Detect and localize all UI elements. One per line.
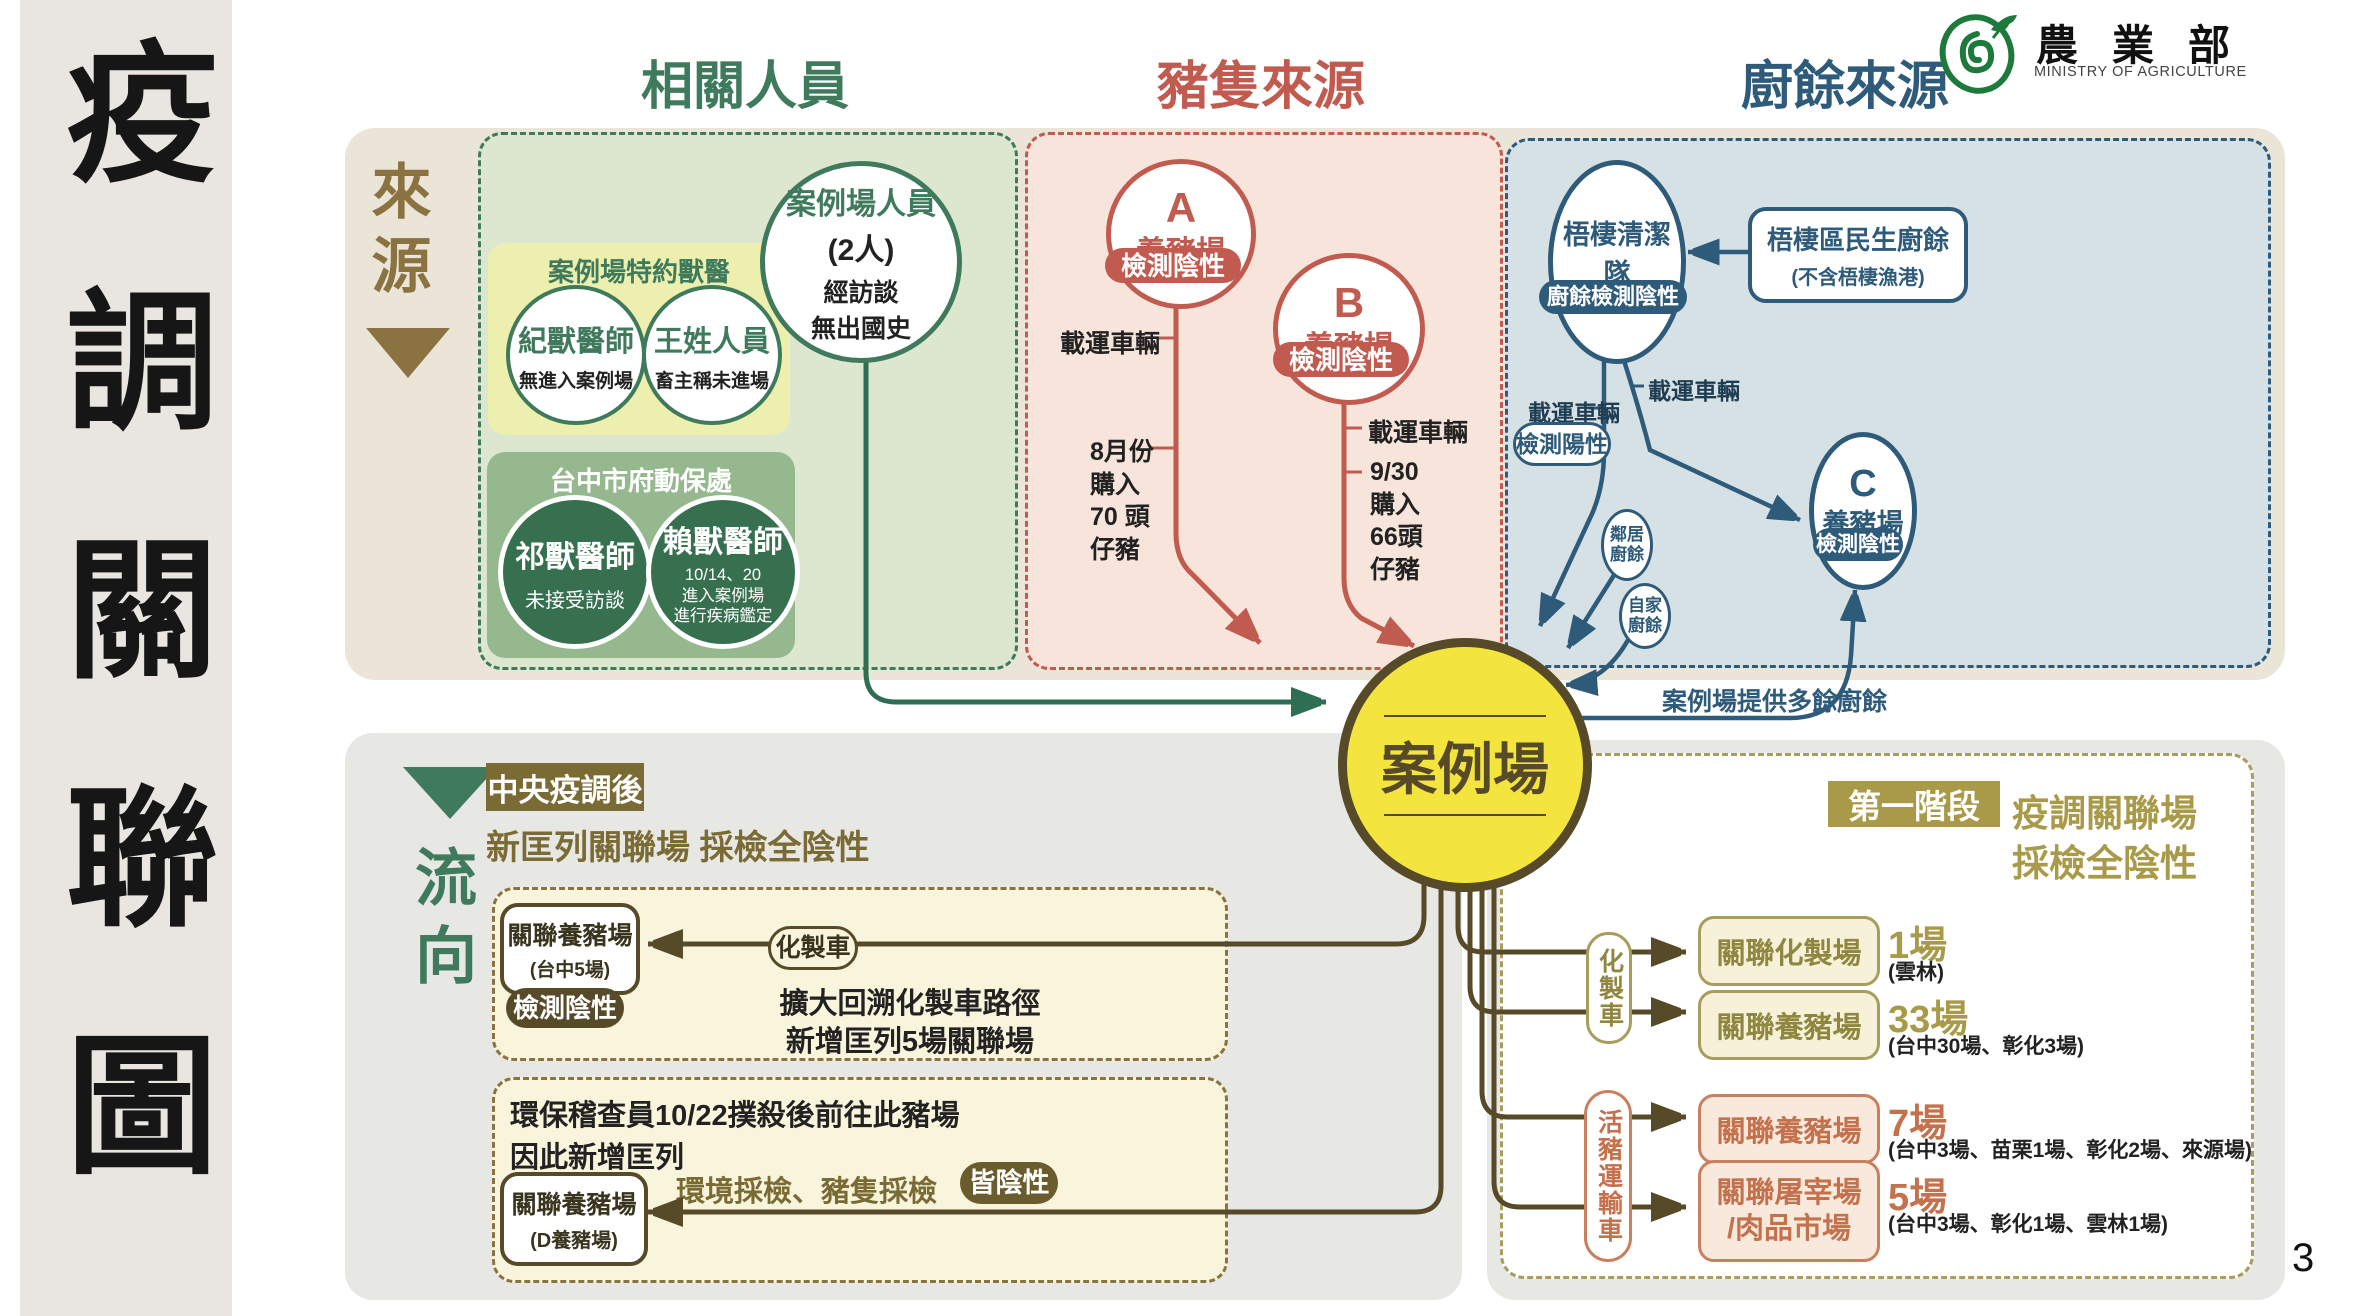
page-number: 3 — [2292, 1236, 2315, 1280]
case-farm-staff-note1: 經訪談 — [823, 279, 899, 307]
flow-label: 流向 — [405, 845, 474, 1001]
related-pig-farm-d-note: (D養豬場) — [530, 1230, 618, 1252]
animal-protection-title: 台中市府動保處 — [549, 466, 732, 496]
staff-wang-note: 畜主稱未進場 — [654, 370, 769, 392]
related-pig-farm-taichung-box: 關聯養豬場 (台中5場) — [500, 903, 640, 995]
header-waste-source: 廚餘來源 — [1740, 58, 1949, 116]
source-label: 來源 — [363, 160, 430, 308]
sampling-label: 環境採檢、豬隻採檢 — [676, 1176, 938, 1208]
wuqi-cleaning-team-name: 梧棲清潔隊 — [1563, 220, 1671, 289]
wuqi-district-waste-title: 梧棲區民生廚餘 — [1766, 225, 1949, 255]
related-slaughterhouse-count: 5場 — [1888, 1177, 1948, 1219]
provide-waste-label: 案例場提供多餘廚餘 — [1662, 688, 1888, 716]
case-farm-staff-circle: 案例場人員 (2人) 經訪談 無出國史 — [760, 161, 962, 363]
farm-c-letter: C — [1849, 463, 1877, 506]
wuqi-district-waste-note: (不含梧棲漁港) — [1791, 267, 1925, 289]
header-related-people: 相關人員 — [640, 58, 849, 116]
farm-a-vehicle-label: 載運車輛 — [1060, 330, 1161, 358]
farm-a-purchase-label: 8月份 購入 70 頭 仔豬 — [1090, 438, 1154, 564]
sidebar — [20, 0, 232, 1316]
related-pig-farm-33-box: 關聯養豬場 — [1698, 990, 1880, 1060]
case-farm-staff-note2: 無出國史 — [810, 315, 911, 343]
pig-source-panel — [1025, 132, 1503, 670]
related-pig-farm-33-count: 33場 — [1888, 999, 1969, 1041]
test-positive-pill: 檢測陽性 — [1513, 422, 1611, 466]
case-farm-staff-count: (2人) — [827, 234, 895, 267]
related-slaughterhouse-detail: (台中3場、彰化1場、雲林1場) — [1888, 1213, 2169, 1236]
flow-box1-result-pill: 檢測陰性 — [506, 988, 624, 1028]
flow-box2-note2: 因此新增匡列 — [510, 1142, 685, 1174]
flow-down-triangle-icon — [403, 767, 497, 819]
related-pig-farm-taichung-note: (台中5場) — [529, 960, 611, 981]
related-pig-farm-7-detail: (台中3場、苗栗1場、彰化2場、來源場) — [1888, 1139, 2253, 1162]
logo-name: 農業部 — [2036, 24, 2265, 70]
farm-b-result-pill: 檢測陰性 — [1273, 342, 1409, 377]
moa-logo-icon — [1939, 14, 2017, 94]
neighbor-waste-circle: 鄰居 廚餘 — [1601, 509, 1653, 581]
case-farm-circle: 案例場 — [1338, 638, 1592, 892]
waste-vehicle-right-label: 載運車輛 — [1648, 378, 1740, 404]
vet-qi-note: 未接受訪談 — [525, 589, 625, 612]
farm-a-letter: A — [1165, 184, 1197, 232]
related-pig-farm-d-name: 關聯養豬場 — [511, 1191, 637, 1219]
central-investigation-badge: 中央疫調後 — [486, 763, 644, 811]
wuqi-district-waste-box: 梧棲區民生廚餘 (不含梧棲漁港) — [1748, 207, 1968, 303]
vet-ji-note: 無進入案例場 — [518, 370, 633, 392]
farm-c-circle: C 養豬場 — [1809, 432, 1917, 590]
staff-wang-name: 王姓人員 — [653, 325, 770, 358]
farm-b-purchase-label: 9/30 購入 66頭 仔豬 — [1370, 458, 1423, 584]
page-title: 疫調關聯圖 — [43, 34, 213, 1274]
stage-title-line1: 疫調關聯場 — [2012, 793, 2197, 834]
waste-test-negative-pill: 廚餘檢測陰性 — [1539, 280, 1687, 314]
farm-b-letter: B — [1333, 279, 1365, 327]
vet-ji-circle: 紀獸醫師 無進入案例場 — [506, 285, 646, 425]
stage-title-line2: 採檢全陰性 — [2012, 843, 2197, 884]
staff-wang-circle: 王姓人員 畜主稱未進場 — [642, 285, 782, 425]
stage-one-badge: 第一階段 — [1828, 781, 2000, 827]
flow-box1-note2: 新增匡列5場關聯場 — [785, 1026, 1035, 1058]
related-rendering-plant-count: 1場 — [1888, 925, 1948, 967]
related-pig-farm-taichung-name: 關聯養豬場 — [507, 922, 633, 950]
case-farm-staff-title: 案例場人員 — [786, 188, 936, 221]
rendering-truck-pill: 化製車 — [768, 926, 858, 970]
logo-subtitle: MINISTRY OF AGRICULTURE — [2034, 64, 2247, 80]
header-pig-source: 豬隻來源 — [1156, 58, 1365, 116]
farm-b-circle: B 養豬場 — [1273, 253, 1425, 405]
farm-a-result-pill: 檢測陰性 — [1105, 248, 1241, 283]
vet-qi-circle: 祁獸醫師 未接受訪談 — [498, 495, 652, 649]
vet-lai-note: 10/14、20 進入案例場 進行疾病鑑定 — [673, 566, 773, 626]
all-negative-pill: 皆陰性 — [960, 1162, 1058, 1204]
farm-b-vehicle-label: 載運車輛 — [1368, 419, 1469, 447]
source-down-triangle-icon — [366, 328, 450, 378]
farm-c-result-pill: 檢測陰性 — [1813, 528, 1903, 561]
wuqi-cleaning-team-circle: 梧棲清潔隊 — [1548, 160, 1686, 364]
related-rendering-plant-detail: (雲林) — [1888, 961, 1944, 984]
vet-lai-circle: 賴獸醫師 10/14、20 進入案例場 進行疾病鑑定 — [646, 495, 800, 649]
flow-box1-note1: 擴大回溯化製車路徑 — [779, 988, 1041, 1020]
related-pig-farm-7-box: 關聯養豬場 — [1698, 1094, 1880, 1164]
related-pig-farm-7-count: 7場 — [1888, 1103, 1948, 1145]
related-pig-farm-33-detail: (台中30場、彰化3場) — [1888, 1035, 2085, 1058]
vet-qi-name: 祁獸醫師 — [515, 540, 635, 574]
vet-lai-name: 賴獸醫師 — [663, 526, 783, 560]
flow-headline: 新匡列關聯場 採檢全陰性 — [486, 829, 870, 867]
related-rendering-plant-box: 關聯化製場 — [1698, 916, 1880, 986]
contract-vet-title: 案例場特約獸醫 — [547, 257, 730, 287]
rendering-truck-vertical-pill: 化製車 — [1586, 932, 1632, 1044]
vet-ji-name: 紀獸醫師 — [517, 325, 634, 358]
related-pig-farm-d-box: 關聯養豬場 (D養豬場) — [500, 1172, 648, 1266]
home-waste-circle: 自家 廚餘 — [1619, 583, 1671, 649]
case-farm-label: 案例場 — [1381, 737, 1549, 801]
farm-a-circle: A 養豬場 — [1106, 159, 1256, 309]
live-pig-transport-vertical-pill: 活豬運輸車 — [1584, 1090, 1632, 1262]
related-slaughterhouse-box: 關聯屠宰場 /肉品市場 — [1698, 1160, 1880, 1262]
flow-box2-note1: 環保稽查員10/22撲殺後前往此豬場 — [510, 1100, 960, 1132]
